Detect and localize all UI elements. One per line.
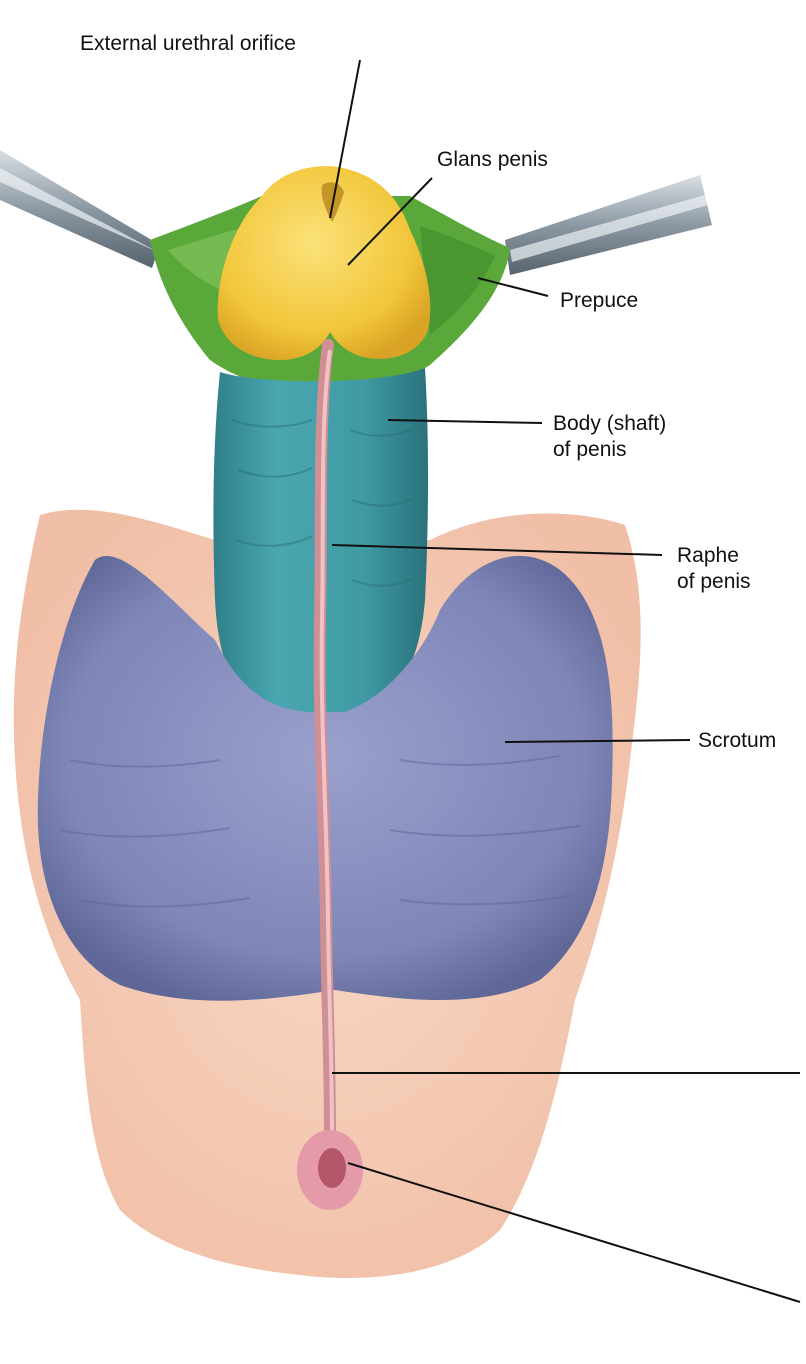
left-forceps [0,150,160,268]
anus-shape [297,1130,363,1210]
label-scrotum: Scrotum [698,728,776,754]
label-body-of-penis: Body (shaft) of penis [553,411,666,463]
label-glans-penis: Glans penis [437,147,548,173]
label-body-line2: of penis [553,437,666,463]
label-body-line1: Body (shaft) [553,411,666,437]
label-raphe-line2: of penis [677,569,751,595]
label-external-urethral-orifice: External urethral orifice [80,31,296,57]
label-raphe-of-penis: Raphe of penis [677,543,751,595]
right-forceps [505,175,712,275]
label-prepuce: Prepuce [560,288,638,314]
label-raphe-line1: Raphe [677,543,751,569]
